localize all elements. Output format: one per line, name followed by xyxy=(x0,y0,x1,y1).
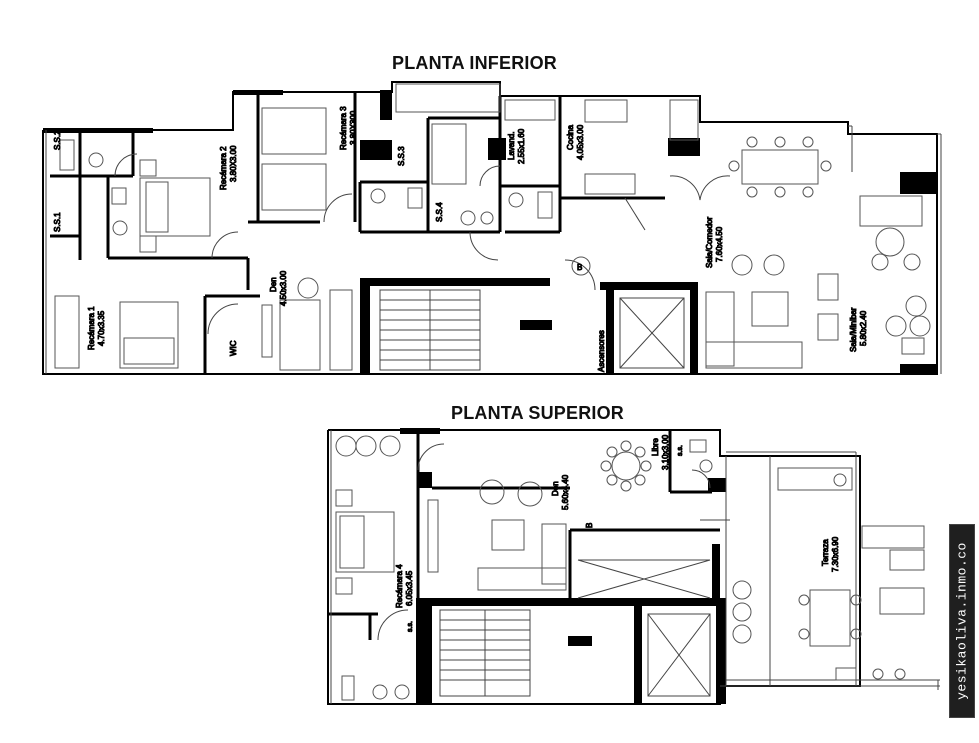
label-recamara2-size: 3.80X3.00 xyxy=(229,145,238,182)
wall-block xyxy=(712,544,720,598)
wall-block xyxy=(668,138,700,156)
label-cocina-name: Cocina xyxy=(566,125,575,150)
label-libre-size: 3.10x3.00 xyxy=(661,434,670,470)
label-terraza-size: 7.30x6.90 xyxy=(831,536,840,572)
label-sala-comedor-name: Sala/Comedor xyxy=(705,217,714,268)
wall-block xyxy=(400,428,440,434)
upper-doors xyxy=(377,443,730,641)
label-ascensores: Ascensores xyxy=(597,330,606,372)
wall-block xyxy=(360,140,392,160)
wall-block xyxy=(716,598,726,704)
label-recamara4-name: Recámara 4 xyxy=(395,564,404,608)
upper-elevator xyxy=(647,613,711,697)
upper-outer-wall xyxy=(327,429,861,705)
label-recamara2-name: Recámara 2 xyxy=(219,146,228,190)
wall-block xyxy=(568,636,592,646)
wall-block xyxy=(600,282,696,290)
label-den-lower-name: Den xyxy=(269,277,278,292)
plan-upper: Den 5.60x4.40 Libre 3.10x3.00 s.s. B Rec… xyxy=(327,428,940,705)
wall-block xyxy=(488,138,506,160)
wall-block xyxy=(360,278,370,374)
lower-doors xyxy=(114,153,731,335)
lower-interior-walls xyxy=(50,92,665,374)
wall-block xyxy=(708,478,726,492)
label-ss2: S.S.2 xyxy=(53,130,62,150)
wall-block xyxy=(690,282,698,374)
lower-outer-wall xyxy=(42,81,938,375)
lower-windows xyxy=(45,125,942,374)
label-terraza-name: Terraza xyxy=(821,539,830,566)
lower-elevators xyxy=(619,297,685,369)
wall-block xyxy=(900,172,937,194)
wall-block xyxy=(606,282,614,374)
label-den-lower-size: 4.50x3.00 xyxy=(279,270,288,306)
label-libre-name: Libre xyxy=(651,438,660,456)
lower-furniture xyxy=(54,83,931,371)
label-sala-minibar-size: 5.80x2.40 xyxy=(859,310,868,346)
watermark-text: yesikaoliva.inmo.co xyxy=(954,542,970,700)
wall-block xyxy=(416,598,432,704)
label-recamara1-size: 4.70x3.35 xyxy=(97,310,106,346)
wall-block xyxy=(360,278,550,286)
label-recamara3-size: 3.80X300 xyxy=(349,110,358,145)
label-ss-upper-left: s.s. xyxy=(407,621,414,632)
label-recamara4-size: 6.05x3.45 xyxy=(405,570,414,606)
wall-block xyxy=(520,320,552,330)
wall-block xyxy=(634,598,642,704)
label-ss4: S.S.4 xyxy=(435,202,444,222)
plan-lower: S.S.2 S.S.1 Recámara 2 3.80X3.00 Recámar… xyxy=(42,81,942,375)
title-planta-inferior: PLANTA INFERIOR xyxy=(392,53,557,73)
label-ss-upper-right: s.s. xyxy=(677,445,684,456)
label-ss3: S.S.3 xyxy=(397,146,406,166)
label-lavand-size: 2.55x1.60 xyxy=(517,128,526,164)
label-recamara3-name: Recámara 3 xyxy=(339,106,348,150)
label-recamara1-name: Recámara 1 xyxy=(87,306,96,350)
label-den-upper-size: 5.60x4.40 xyxy=(561,474,570,510)
label-sala-minibar-name: Sala/Minibar xyxy=(849,307,858,352)
label-b-upper: B xyxy=(585,523,594,528)
upper-stairs xyxy=(439,609,531,697)
upper-windows xyxy=(330,430,940,704)
label-cocina-size: 4.05x3.00 xyxy=(576,124,585,160)
label-sala-comedor-size: 7.60x4.50 xyxy=(715,226,724,262)
label-wic: WIC xyxy=(229,340,238,356)
upper-furniture xyxy=(335,435,925,701)
lower-stairs xyxy=(379,289,481,371)
upper-interior-walls xyxy=(328,430,720,640)
wall-block xyxy=(418,472,432,488)
label-b-marker: B xyxy=(577,263,582,272)
wall-block xyxy=(380,90,392,120)
wall-block xyxy=(900,364,937,374)
title-planta-superior: PLANTA SUPERIOR xyxy=(451,403,625,423)
wall-block xyxy=(43,128,153,133)
watermark-badge: yesikaoliva.inmo.co xyxy=(949,524,975,718)
label-lavand-name: Lavand. xyxy=(507,132,516,160)
label-den-upper-name: Den xyxy=(551,481,560,496)
wall-block xyxy=(416,598,726,606)
label-ss1: S.S.1 xyxy=(53,212,62,232)
